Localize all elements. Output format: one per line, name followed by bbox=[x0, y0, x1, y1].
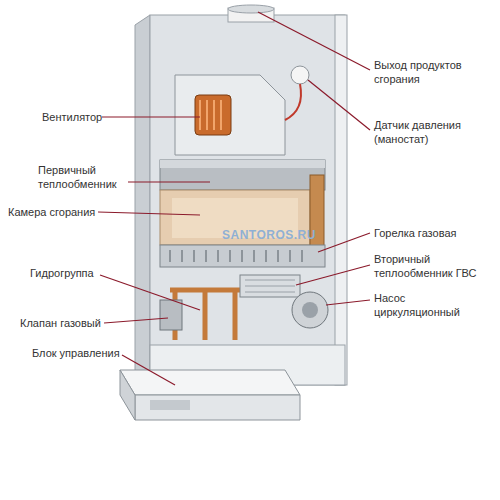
part-label: Датчик давления (маностат) bbox=[374, 118, 492, 147]
part-label: Вентилятор bbox=[42, 110, 102, 124]
part-label: Гидрогруппа bbox=[30, 266, 100, 280]
part-label: Клапан газовый bbox=[20, 316, 104, 330]
part-label: Первичный теплообменник bbox=[38, 163, 128, 192]
part-label: Блок управления bbox=[32, 346, 120, 360]
part-label: Выход продуктов сгорания bbox=[374, 58, 492, 87]
part-label: Вторичный теплообменник ГВС bbox=[374, 252, 492, 281]
part-label: Насос циркуляционный bbox=[374, 291, 492, 320]
watermark: SANTOROS.RU bbox=[222, 228, 314, 244]
part-label: Горелка газовая bbox=[374, 226, 492, 240]
part-label: Камера сгорания bbox=[8, 205, 98, 219]
